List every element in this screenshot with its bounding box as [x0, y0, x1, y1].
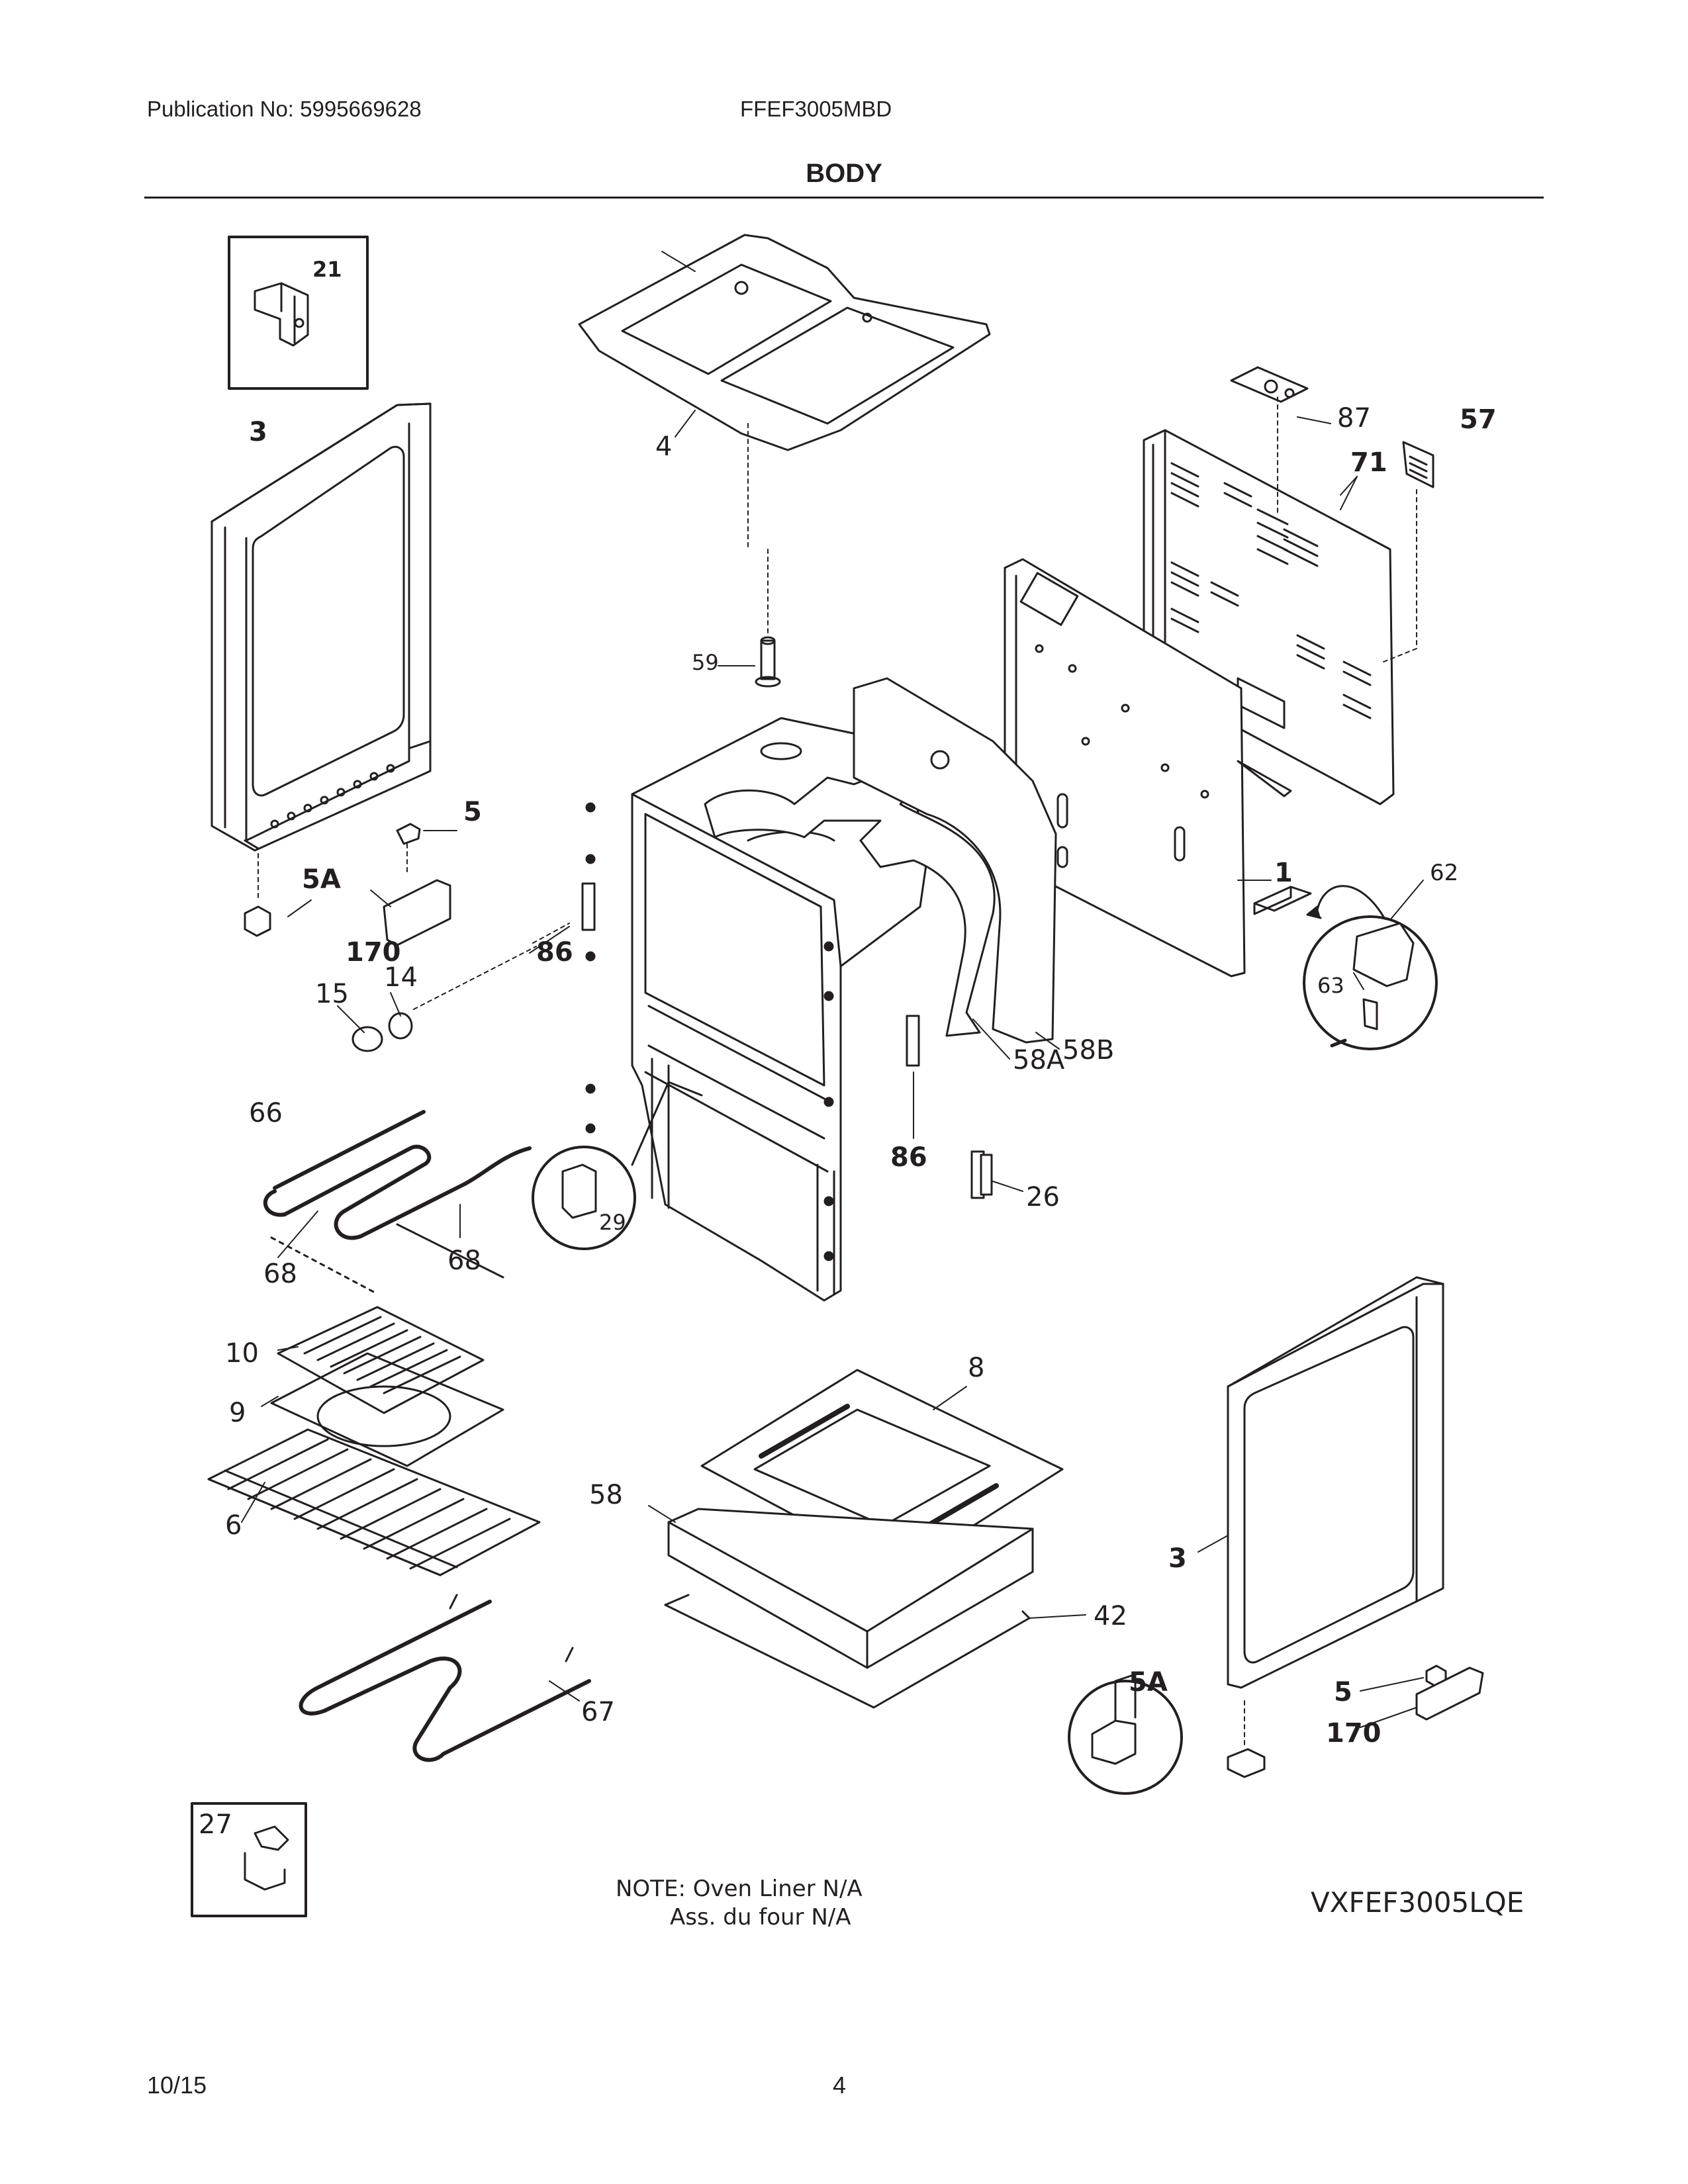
- part-29-magnifier: [532, 1081, 703, 1250]
- callout-5A: 5A: [302, 864, 341, 895]
- callout-68-right: 68: [447, 1246, 481, 1276]
- part-58A-insulation: [704, 766, 996, 1037]
- callout-26: 26: [1026, 1182, 1060, 1212]
- part-170-right-bracket: [1415, 1666, 1484, 1721]
- oven-cabinet-body: [631, 717, 928, 1302]
- callout-63: 63: [1317, 973, 1344, 998]
- callout-170-right: 170: [1326, 1718, 1382, 1749]
- part-5A-leg-base: [244, 905, 271, 937]
- model-number: FFEF3005MBD: [740, 97, 892, 121]
- callout-86-right: 86: [890, 1142, 927, 1173]
- callout-5: 5: [463, 797, 482, 827]
- callout-58B: 58B: [1062, 1035, 1114, 1066]
- footer-date: 10/15: [147, 2071, 207, 2099]
- callout-labels: 21 3 4 87 57 71 59 5 5A 1 62 63 170 14 8…: [199, 257, 1497, 1840]
- callout-58A: 58A: [1013, 1045, 1065, 1075]
- callout-21: 21: [312, 257, 342, 282]
- part-14-bulb-socket: [388, 1012, 413, 1040]
- callout-86-left: 86: [536, 937, 573, 968]
- callout-42: 42: [1094, 1601, 1127, 1631]
- callout-1: 1: [1274, 858, 1293, 888]
- mounting-screws: [585, 802, 834, 1261]
- publication-number: Publication No: 5995669628: [147, 97, 422, 121]
- callout-57: 57: [1460, 404, 1497, 435]
- callout-6: 6: [225, 1510, 242, 1541]
- note-line-2: Ass. du four N/A: [670, 1904, 851, 1931]
- part-5A-right-base: [1227, 1748, 1266, 1778]
- part-58-drawer-insulation: [667, 1508, 1034, 1669]
- part-10-broil-pan-insert: [277, 1306, 485, 1414]
- callout-170: 170: [346, 937, 401, 968]
- callout-5-right: 5: [1334, 1677, 1352, 1707]
- callout-5A-magnifier: 5A: [1129, 1667, 1168, 1698]
- part-4-top-panel: [578, 234, 991, 451]
- part-87-bracket: [1230, 366, 1309, 403]
- callout-8: 8: [968, 1353, 984, 1383]
- callout-29: 29: [599, 1210, 626, 1235]
- callout-62: 62: [1430, 860, 1458, 886]
- variant-code: VXFEF3005LQE: [1311, 1886, 1524, 1919]
- callout-9: 9: [229, 1398, 246, 1428]
- callout-59: 59: [692, 650, 719, 675]
- callout-3-left: 3: [249, 417, 267, 447]
- part-42-drawer-bottom: [664, 1594, 1031, 1709]
- callout-14: 14: [384, 962, 418, 993]
- part-3-left-side-panel: [211, 402, 432, 852]
- callout-68-left: 68: [263, 1259, 297, 1289]
- part-5A-magnifier: [1068, 1673, 1183, 1795]
- part-62-terminal-block: [1253, 885, 1438, 1050]
- part-68-heat-shields: [270, 1223, 504, 1295]
- header-rule: [144, 197, 1544, 199]
- part-26-hinge: [980, 1154, 993, 1196]
- part-5-leveling-leg: [396, 823, 421, 845]
- callout-4: 4: [655, 432, 672, 462]
- callout-66: 66: [249, 1098, 283, 1128]
- part-59-vent: [755, 636, 781, 688]
- callout-87: 87: [1337, 403, 1371, 433]
- part-27-inset: [191, 1802, 307, 1917]
- leader-lines: [241, 251, 1424, 1748]
- part-57-cover: [1402, 441, 1434, 488]
- callout-10: 10: [225, 1338, 259, 1369]
- part-6-oven-rack: [207, 1428, 541, 1576]
- callout-27: 27: [199, 1809, 232, 1840]
- callout-71: 71: [1350, 447, 1387, 478]
- part-21-inset: [228, 236, 369, 390]
- part-15-bulb: [352, 1026, 383, 1052]
- footer-page-number: 4: [833, 2071, 847, 2099]
- callout-67: 67: [581, 1697, 615, 1727]
- part-9-broil-pan: [270, 1352, 504, 1467]
- note-line-1: NOTE: Oven Liner N/A: [616, 1876, 863, 1902]
- callout-3-right: 3: [1168, 1543, 1187, 1574]
- section-title: BODY: [806, 159, 882, 188]
- part-58B-insulation: [853, 677, 1057, 1044]
- part-170-bracket: [383, 879, 451, 946]
- part-3-right-side-panel: [1227, 1276, 1444, 1689]
- part-67-bake-element: [299, 1594, 591, 1762]
- part-66-broil-element: [263, 1110, 532, 1240]
- callout-15: 15: [315, 979, 349, 1009]
- callout-58: 58: [589, 1480, 623, 1510]
